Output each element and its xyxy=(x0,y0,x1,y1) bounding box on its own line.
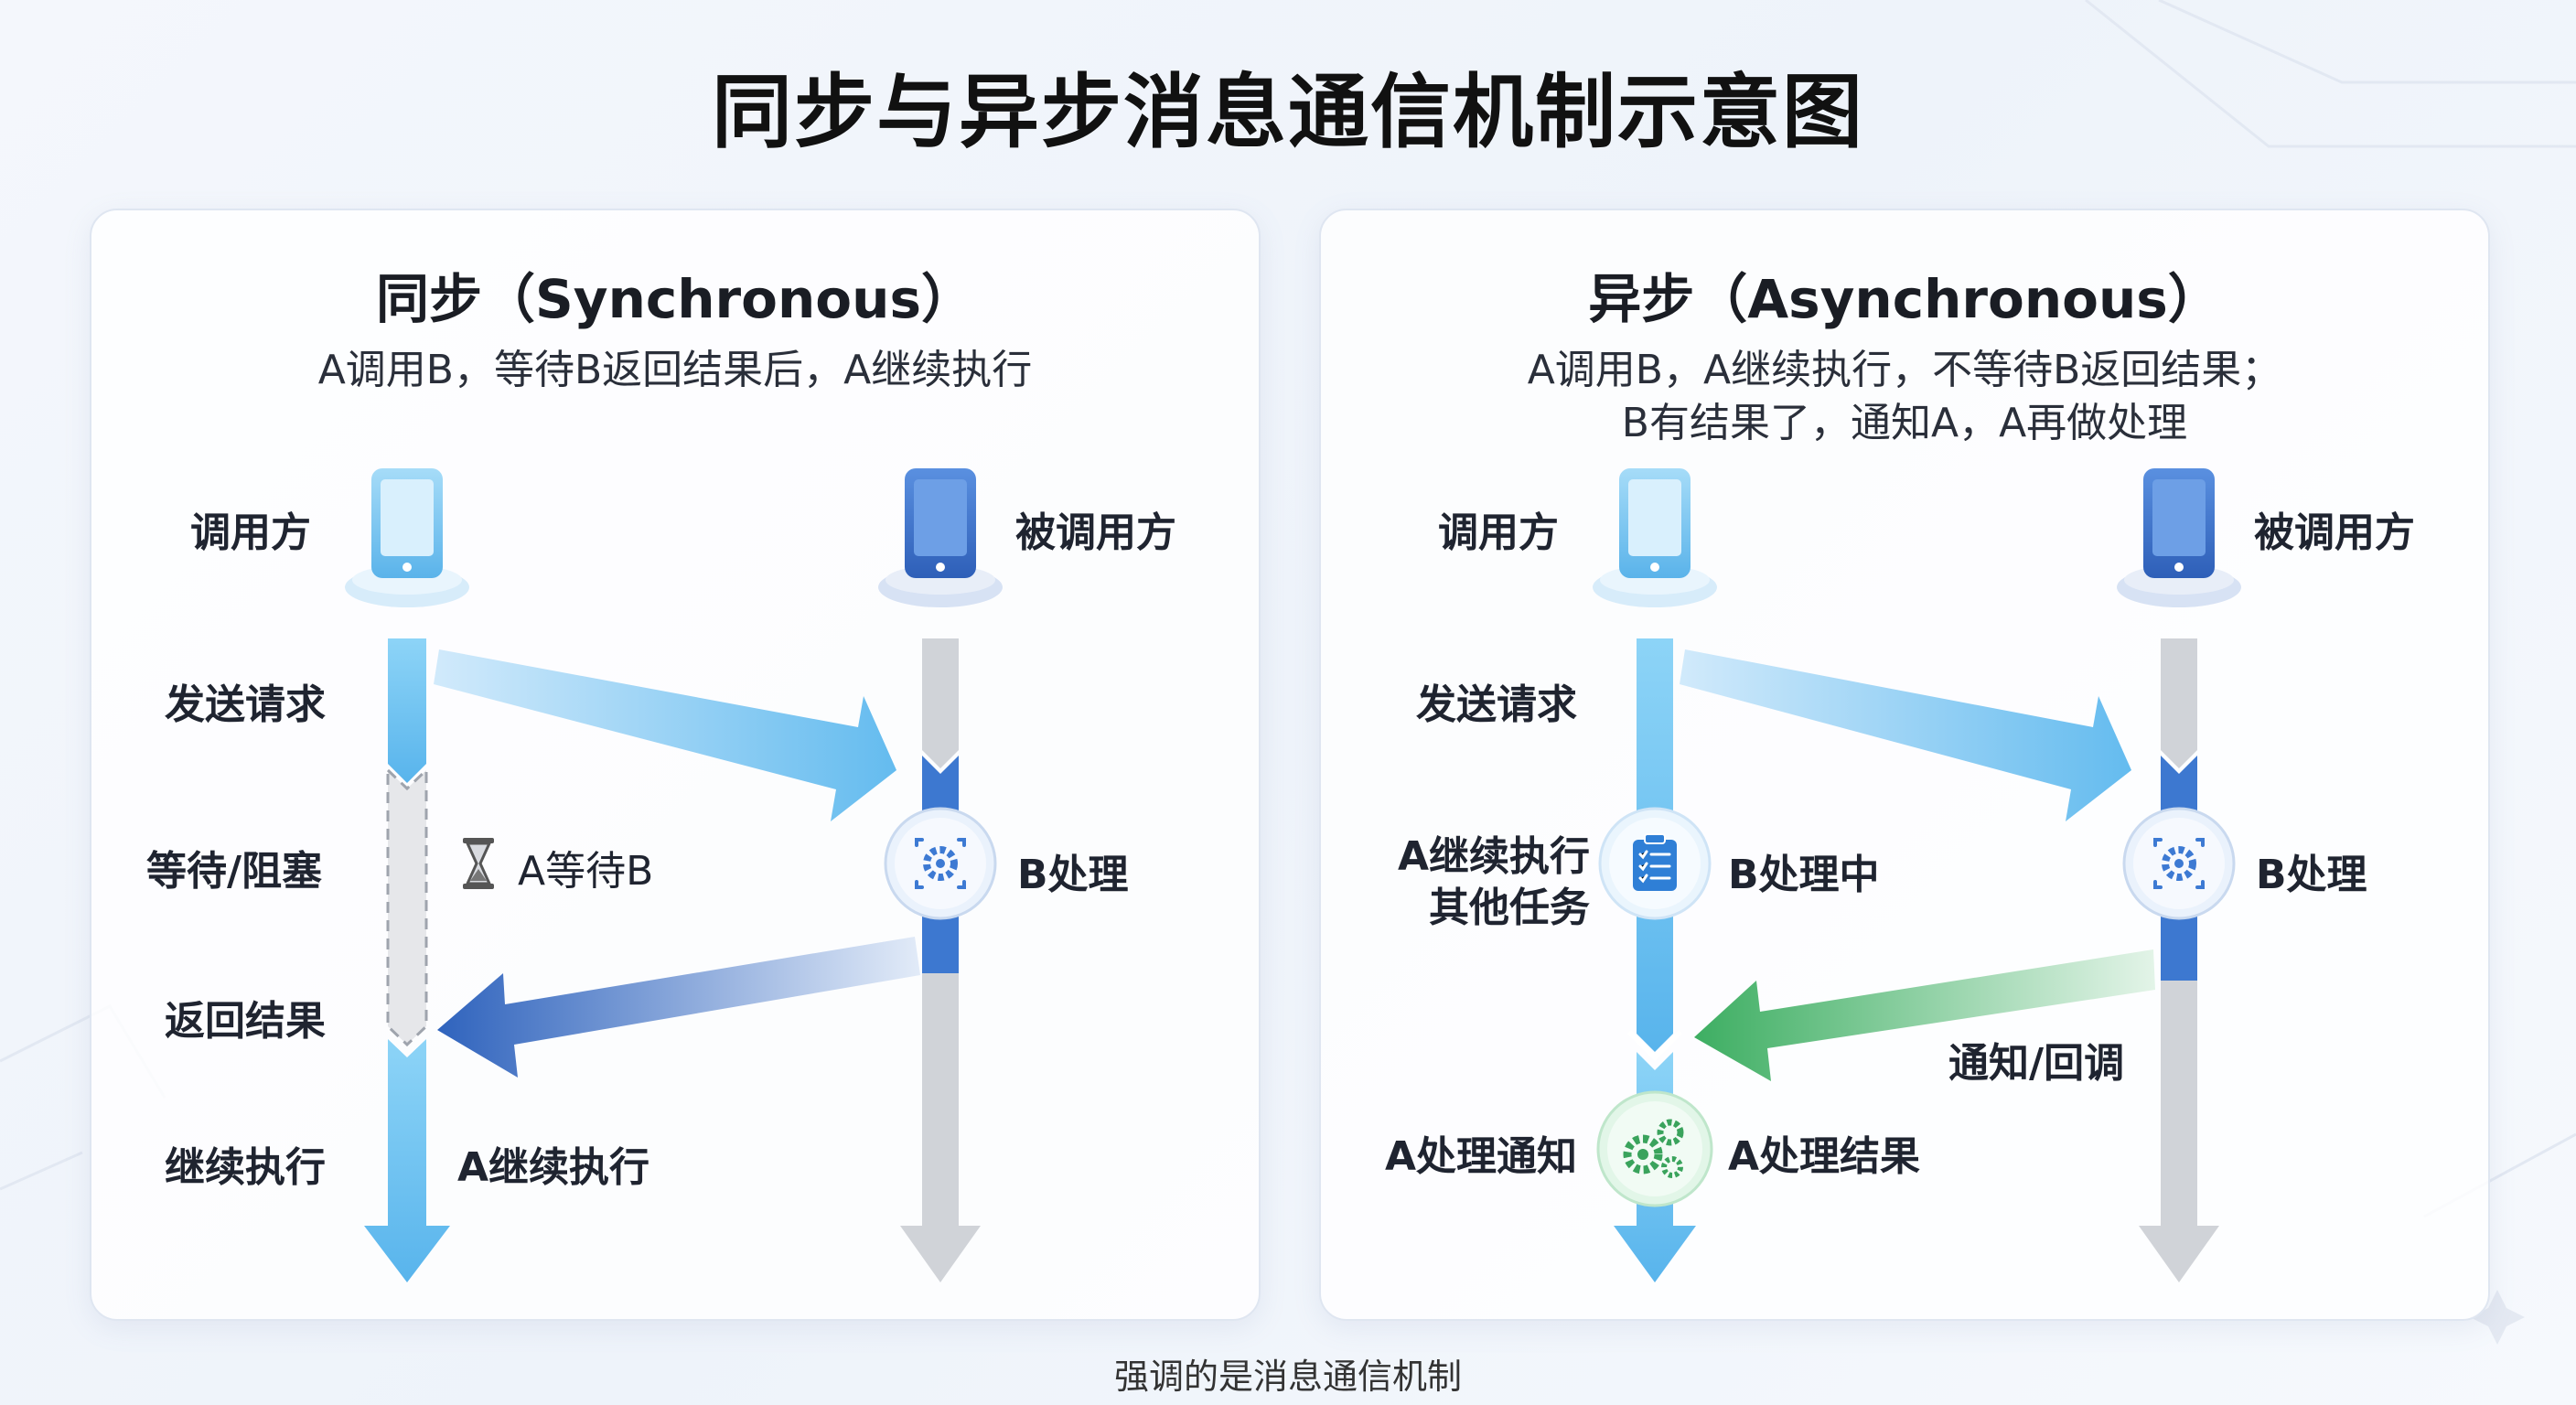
sync-panel: 同步（Synchronous） A调用B，等待B返回结果后，A继续执行 xyxy=(90,209,1261,1321)
async-step-handle-label: A处理通知 xyxy=(1385,1133,1578,1180)
sync-heading: 同步（Synchronous） xyxy=(376,268,974,330)
async-caller-label: 调用方 xyxy=(1438,509,1559,556)
async-gear-icon xyxy=(2122,807,2236,920)
async-step-continue-line1: A继续执行 xyxy=(1397,833,1590,880)
hourglass-icon xyxy=(463,838,494,889)
callee-label: 被调用方 xyxy=(1015,509,1176,556)
checklist-icon xyxy=(1598,807,1712,920)
async-callee-phone-icon xyxy=(2117,468,2241,607)
async-process-note: B处理 xyxy=(2256,852,2367,898)
async-callee-label: 被调用方 xyxy=(2254,509,2415,556)
async-description-line2: B有结果了，通知A，A再做处理 xyxy=(1621,400,2188,446)
callback-arrow xyxy=(1694,949,2155,1081)
sync-diagram xyxy=(345,468,1003,1282)
handle-result-note: A处理结果 xyxy=(1728,1133,1921,1180)
step-wait-label: 等待/阻塞 xyxy=(146,848,323,895)
async-diagram xyxy=(1593,468,2241,1282)
callback-note: 通知/回调 xyxy=(1948,1040,2125,1087)
b-processing-note: B处理中 xyxy=(1728,852,1880,898)
wait-note: A等待B xyxy=(518,848,654,895)
page-title: 同步与异步消息通信机制示意图 xyxy=(711,65,1864,159)
async-caller-phone-icon xyxy=(1593,468,1717,607)
async-request-arrow xyxy=(1680,649,2131,821)
request-arrow xyxy=(434,649,896,821)
return-arrow xyxy=(437,937,920,1078)
process-note: B处理 xyxy=(1017,852,1129,898)
async-step-send-label: 发送请求 xyxy=(1416,681,1577,728)
async-step-continue-line2: 其他任务 xyxy=(1429,885,1590,931)
caller-label: 调用方 xyxy=(190,509,311,556)
caller-phone-icon xyxy=(345,468,469,607)
async-panel: 异步（Asynchronous） A调用B，A继续执行，不等待B返回结果； B有… xyxy=(1319,209,2490,1321)
step-return-label: 返回结果 xyxy=(165,998,326,1045)
footer-caption: 强调的是消息通信机制 xyxy=(1113,1357,1462,1397)
async-description-line1: A调用B，A继续执行，不等待B返回结果； xyxy=(1527,347,2282,393)
gears-icon xyxy=(1596,1090,1713,1207)
sparkle-icon xyxy=(2470,1290,2525,1345)
continue-note: A继续执行 xyxy=(457,1144,650,1191)
callee-phone-icon xyxy=(878,468,1003,607)
async-heading: 异步（Asynchronous） xyxy=(1588,268,2221,330)
gear-icon xyxy=(884,807,997,920)
caller-timeline xyxy=(364,638,450,1282)
step-send-label: 发送请求 xyxy=(165,681,326,728)
step-continue-label: 继续执行 xyxy=(165,1144,326,1191)
sync-description: A调用B，等待B返回结果后，A继续执行 xyxy=(317,347,1033,393)
